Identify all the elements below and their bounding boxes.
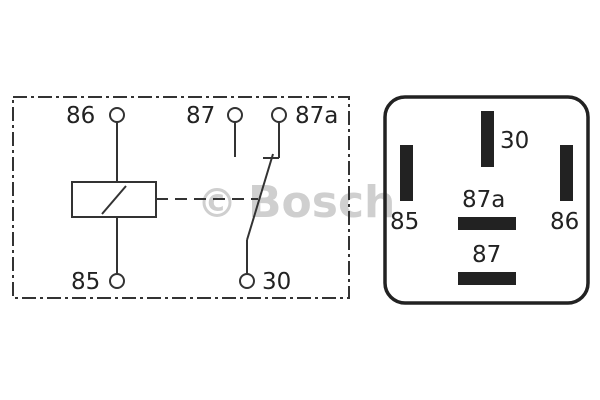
watermark: © Bosch xyxy=(197,177,395,228)
schematic-labels: 86 87 87a 85 30 xyxy=(66,103,338,295)
schematic-label-85: 85 xyxy=(71,269,100,295)
terminal-87a xyxy=(271,107,287,123)
coil-diagonal xyxy=(101,185,127,215)
connector-label-86: 86 xyxy=(550,209,579,235)
connector-label-85: 85 xyxy=(390,209,419,235)
connector-label-87: 87 xyxy=(472,242,501,268)
schematic-boundary xyxy=(12,96,350,299)
connector-pin-30 xyxy=(481,111,494,167)
schematic-label-87: 87 xyxy=(186,103,215,129)
connector-pin-87 xyxy=(458,272,516,285)
schematic-label-86: 86 xyxy=(66,103,95,129)
schematic-label-87a: 87a xyxy=(295,103,338,129)
connector-pin-86 xyxy=(560,145,573,201)
watermark-brand: Bosch xyxy=(248,177,395,228)
schematic-label-30: 30 xyxy=(262,269,291,295)
connector-label-30: 30 xyxy=(500,128,529,154)
connector-pin-85 xyxy=(400,145,413,201)
terminal-86 xyxy=(109,107,125,123)
terminal-87 xyxy=(227,107,243,123)
relay-schematic xyxy=(12,96,350,299)
terminal-85 xyxy=(109,273,125,289)
copyright-symbol: © xyxy=(197,181,237,227)
switch-arm xyxy=(246,153,274,241)
relay-connector: 30 87a 85 86 87 xyxy=(383,95,590,305)
connector-outline xyxy=(383,95,590,305)
connector-pin-87a xyxy=(458,217,516,230)
connector-label-87a: 87a xyxy=(462,187,505,213)
terminal-30 xyxy=(239,273,255,289)
